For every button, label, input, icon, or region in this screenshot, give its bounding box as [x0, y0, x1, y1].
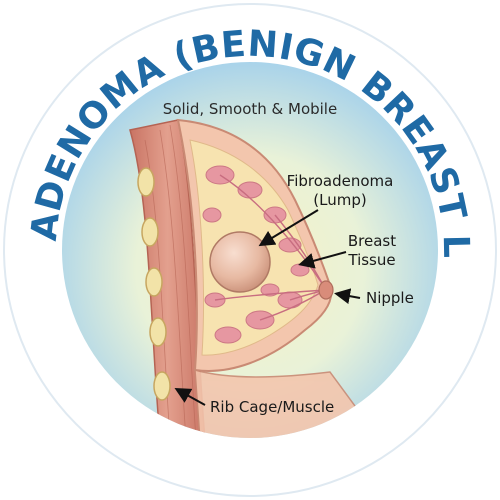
chest-muscle [129, 119, 206, 438]
label-nipple: Nipple [366, 289, 414, 307]
label-fibroadenoma-line2: (Lump) [313, 191, 366, 209]
label-breast-tissue-line2: Tissue [347, 251, 395, 269]
anatomy-illustration [129, 118, 382, 438]
label-rib-cage: Rib Cage/Muscle [210, 398, 334, 416]
ribs [137, 167, 171, 401]
label-fibroadenoma-line1: Fibroadenoma [287, 172, 394, 190]
arrow-rib-cage [174, 388, 206, 406]
arrow-fibroadenoma [258, 209, 319, 247]
fibroadenoma-lump [209, 231, 271, 293]
nipple-shape [318, 280, 334, 300]
arrow-breast-tissue [298, 251, 347, 269]
arrow-nipple [334, 288, 361, 305]
diagram-subtitle: Solid, Smooth & Mobile [163, 100, 337, 118]
label-breast-tissue-line1: Breast [348, 232, 396, 250]
